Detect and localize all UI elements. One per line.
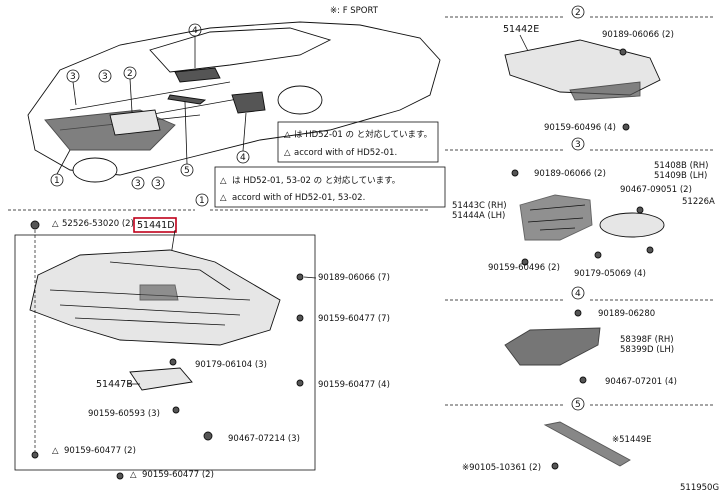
highlight-box (133, 217, 177, 233)
svg-text:△: △ (284, 130, 291, 140)
part-90159-60477-2a: 90159-60477 (2) (64, 446, 136, 456)
part-90159-60593-3: 90159-60593 (3) (88, 409, 160, 419)
part-90179-06104-3: 90179-06104 (3) (195, 360, 267, 370)
part-51408b-rh: 51408B (RH) (654, 161, 709, 171)
svg-text:1: 1 (199, 196, 205, 206)
part-90189-06066-2-s2: 90189-06066 (2) (602, 30, 674, 40)
svg-text:5: 5 (575, 400, 581, 410)
part-51442e: 51442E (503, 24, 539, 35)
car-overview (27, 21, 441, 183)
part-51447b: 51447B (96, 379, 133, 390)
car-callouts: 4 2 3 3 1 3 3 5 4 (50, 23, 250, 190)
svg-text:は HD52-01, 53-02 の と対応しています。: は HD52-01, 53-02 の と対応しています。 (232, 175, 400, 186)
part-90105-10361-2: ※90105-10361 (2) (462, 463, 541, 473)
svg-text:△: △ (130, 470, 137, 480)
part-90159-60477-7: 90159-60477 (7) (318, 314, 390, 324)
part-90159-60477-4: 90159-60477 (4) (318, 380, 390, 390)
section-4: 4 90189-06280 58398F (RH) 58399D (LH) 90… (445, 286, 715, 387)
svg-text:2: 2 (575, 8, 581, 18)
footer-code: 511950G (680, 483, 719, 493)
part-51449e: ※51449E (612, 435, 652, 445)
svg-text:△: △ (284, 148, 291, 158)
part-58399d-lh: 58399D (LH) (620, 345, 674, 355)
svg-text:△: △ (220, 193, 227, 203)
svg-text:△: △ (52, 446, 59, 456)
svg-text:5: 5 (184, 166, 190, 176)
part-51441d: 51441D (137, 220, 175, 231)
svg-text:3: 3 (575, 140, 581, 150)
svg-text:3: 3 (102, 72, 108, 82)
part-51409b-lh: 51409B (LH) (654, 171, 707, 181)
svg-text:3: 3 (135, 179, 141, 189)
part-51444a-lh: 51444A (LH) (452, 211, 505, 221)
part-90179-05069-4: 90179-05069 (4) (574, 269, 646, 279)
svg-text:は HD52-01 の と対応しています。: は HD52-01 の と対応しています。 (294, 129, 432, 140)
svg-text:4: 4 (240, 153, 246, 163)
part-90159-60477-2b: 90159-60477 (2) (142, 470, 214, 480)
header-note: ※: F SPORT (330, 6, 379, 16)
part-90159-60496-4: 90159-60496 (4) (544, 123, 616, 133)
part-51226a: 51226A (682, 197, 715, 207)
part-52526: 52526-53020 (2) (62, 219, 134, 229)
section-5: 5 ※51449E ※90105-10361 (2) (445, 397, 715, 473)
svg-text:△: △ (52, 219, 59, 229)
part-90467-07201-4: 90467-07201 (4) (605, 377, 677, 387)
note-box-b: △ は HD52-01, 53-02 の と対応しています。 △ accord … (214, 166, 446, 208)
svg-text:3: 3 (155, 179, 161, 189)
svg-text:accord with of HD52-01, 53-: accord with of HD52-01, 53-02. (232, 193, 365, 203)
note-box-a: △ は HD52-01 の と対応しています。 △ accord with of… (277, 121, 439, 163)
part-90467-07214-3: 90467-07214 (3) (228, 434, 300, 444)
part-90467-09051-2: 90467-09051 (2) (620, 185, 692, 195)
section-3: 3 90189-06066 (2) 51408B (RH) 51409B (LH… (445, 137, 715, 279)
svg-text:4: 4 (575, 289, 581, 299)
svg-text:accord with of HD52-01.: accord with of HD52-01. (294, 148, 397, 158)
part-90189-06066-7: 90189-06066 (7) (318, 273, 390, 283)
part-90189-06280: 90189-06280 (598, 309, 655, 319)
svg-text:△: △ (220, 176, 227, 186)
part-90159-60496-2: 90159-60496 (2) (488, 263, 560, 273)
part-90189-06066-2-s3: 90189-06066 (2) (534, 169, 606, 179)
part-51443c-rh: 51443C (RH) (452, 201, 507, 211)
svg-text:4: 4 (192, 26, 198, 36)
svg-text:1: 1 (54, 176, 60, 186)
svg-text:3: 3 (70, 72, 76, 82)
section-2: 2 51442E 90189-06066 (2) 90159-60496 (4) (445, 5, 715, 133)
part-58398f-rh: 58398F (RH) (620, 335, 674, 345)
section-1: 1 △ 52526-53020 (2) 51441D 51447B 90189-… (8, 193, 430, 480)
svg-text:2: 2 (127, 69, 133, 79)
